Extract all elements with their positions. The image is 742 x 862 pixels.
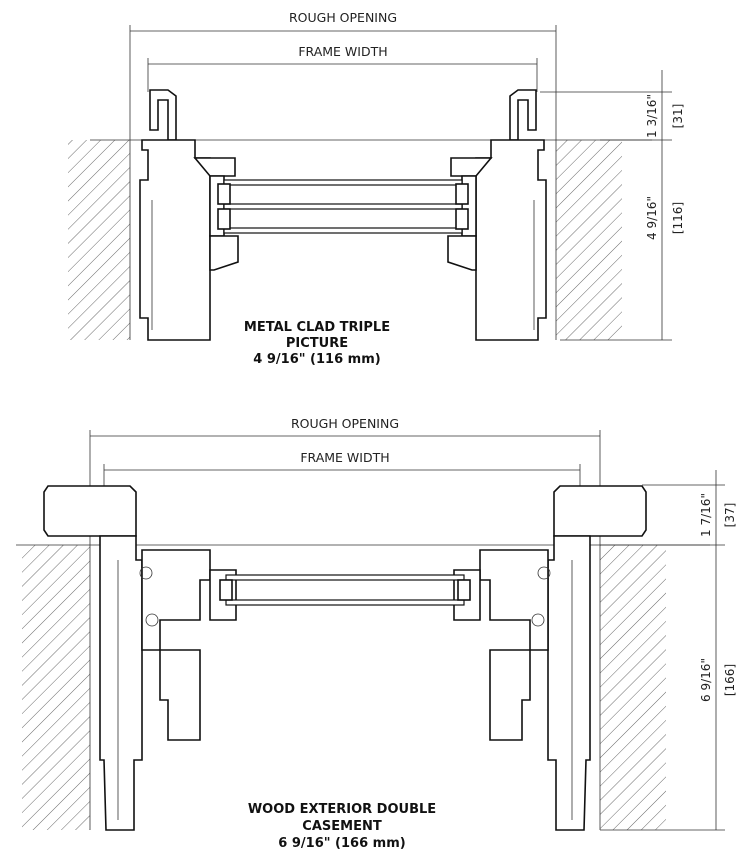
- top-right-wall: [556, 140, 622, 340]
- top-rough-opening-dimension: ROUGH OPENING: [129, 10, 557, 140]
- top-dim-lower-metric: [116]: [671, 202, 685, 234]
- bottom-right-frame: [453, 485, 647, 831]
- bottom-rough-opening-dimension: ROUGH OPENING: [89, 416, 601, 545]
- bottom-section: ROUGH OPENING FRAME WIDTH: [16, 416, 737, 851]
- top-dim-lower-imperial: 4 9/16": [645, 196, 659, 240]
- bottom-right-wall: [600, 545, 666, 830]
- top-caption: METAL CLAD TRIPLE PICTURE 4 9/16" (116 m…: [244, 320, 390, 367]
- bottom-dim-lower-metric: [166]: [723, 664, 737, 696]
- top-caption-line2: PICTURE: [286, 336, 348, 351]
- bottom-caption-line2: CASEMENT: [302, 819, 382, 834]
- top-depth-dimension: 1 3/16" [31] 4 9/16" [116]: [540, 70, 685, 341]
- bottom-caption-line1: WOOD EXTERIOR DOUBLE: [248, 802, 436, 817]
- bottom-dim-lower-imperial: 6 9/16": [699, 658, 713, 702]
- top-left-frame: [139, 89, 239, 341]
- bottom-left-wall: [22, 545, 90, 830]
- top-rough-opening-label: ROUGH OPENING: [289, 10, 397, 25]
- bottom-dim-upper-imperial: 1 7/16": [699, 493, 713, 537]
- top-dim-upper-imperial: 1 3/16": [645, 94, 659, 138]
- bottom-frame-width-label: FRAME WIDTH: [300, 450, 389, 465]
- top-frame-width-dimension: FRAME WIDTH: [147, 44, 538, 92]
- bottom-depth-dimension: 1 7/16" [37] 6 9/16" [166]: [600, 470, 737, 831]
- top-left-wall: [68, 140, 130, 340]
- bottom-caption: WOOD EXTERIOR DOUBLE CASEMENT 6 9/16" (1…: [248, 802, 436, 851]
- bottom-left-frame: [43, 485, 237, 831]
- top-frame-width-label: FRAME WIDTH: [298, 44, 387, 59]
- bottom-frame-width-dimension: FRAME WIDTH: [103, 450, 581, 492]
- top-caption-line3: 4 9/16" (116 mm): [253, 352, 380, 367]
- bottom-rough-opening-label: ROUGH OPENING: [291, 416, 399, 431]
- top-section: ROUGH OPENING FRAME WIDTH: [68, 10, 685, 367]
- bottom-dim-upper-metric: [37]: [723, 503, 737, 528]
- bottom-double-glazing: [219, 574, 471, 606]
- top-triple-glazing: [217, 179, 469, 234]
- top-caption-line1: METAL CLAD TRIPLE: [244, 320, 390, 335]
- top-dim-upper-metric: [31]: [671, 104, 685, 129]
- bottom-caption-line3: 6 9/16" (166 mm): [278, 836, 405, 851]
